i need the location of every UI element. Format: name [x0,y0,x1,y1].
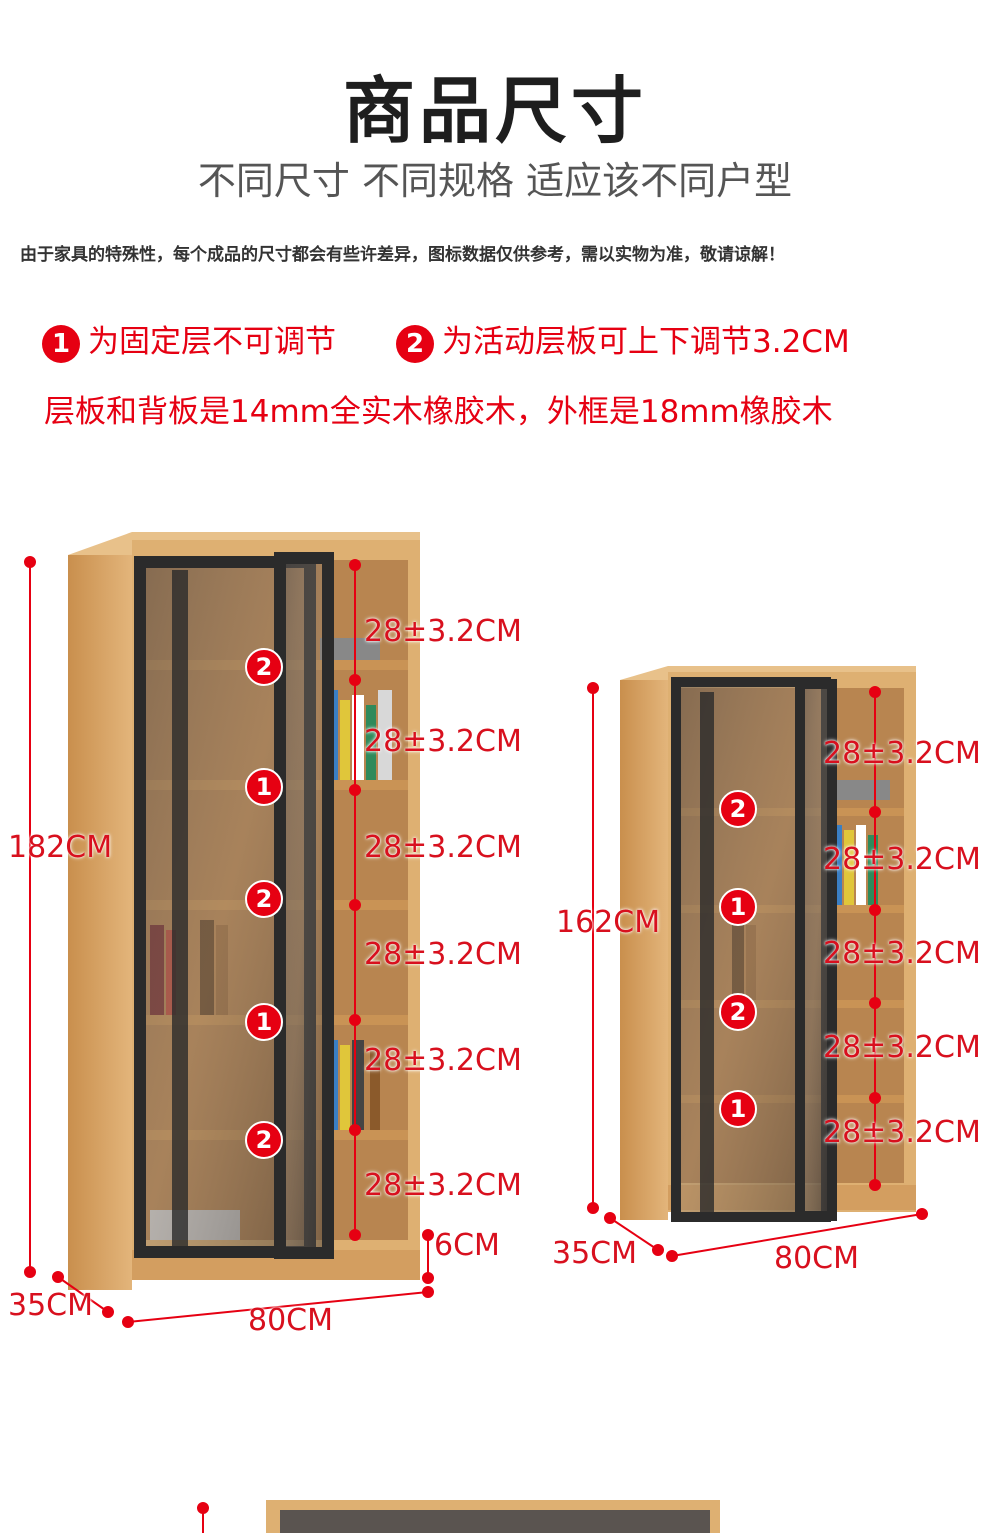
movable-shelf-badge: 2 [245,648,283,686]
page-subtitle: 不同尺寸 不同规格 适应该不同户型 [197,159,793,203]
small-depth-label: 35CM [552,1236,638,1271]
disclaimer-text: 由于家具的特殊性，每个成品的尺寸都会有些许差异，图标数据仅供参考，需以实物为准，… [20,245,785,265]
large-dimension-lines [24,556,434,1328]
material-note: 层板和背板是14mm全实木橡胶木，外框是18mm橡胶木 [44,394,833,430]
large-gap-label: 28±3.2CM [364,830,522,865]
fixed-shelf-badge: 1 [719,1090,757,1128]
note-fixed-label: 为固定层不可调节 [88,324,336,360]
small-gap-label: 28±3.2CM [823,1030,981,1065]
note-movable-label: 为活动层板可上下调节3.2CM [442,324,850,360]
movable-shelf-badge: 2 [719,993,757,1031]
partial-cabinet-image [266,1500,720,1533]
small-dimension-lines [587,682,928,1262]
fixed-number-badge: 1 [42,324,80,363]
large-depth-label: 35CM [8,1288,94,1323]
large-gap-label: 28±3.2CM [364,614,522,649]
movable-shelf-badge: 2 [245,880,283,918]
large-gap-label: 28±3.2CM [364,1043,522,1078]
small-gap-label: 28±3.2CM [823,936,981,971]
movable-shelf-badge: 2 [245,1121,283,1159]
large-height-label: 182CM [8,830,113,865]
page-title: 商品尺寸 [342,69,647,153]
large-width-label: 80CM [248,1303,334,1338]
movable-number-badge: 2 [396,324,434,363]
small-gap-label: 28±3.2CM [823,842,981,877]
small-cabinet-image [620,666,916,1222]
small-gap-label: 28±3.2CM [823,1115,981,1150]
small-gap-label: 28±3.2CM [823,736,981,771]
large-gap-label: 28±3.2CM [364,724,522,759]
small-width-label: 80CM [774,1241,860,1276]
fixed-shelf-badge: 1 [245,768,283,806]
fixed-shelf-badge: 1 [245,1003,283,1041]
large-gap-label: 28±3.2CM [364,937,522,972]
movable-shelf-badge: 2 [719,790,757,828]
small-height-label: 162CM [556,905,661,940]
fixed-shelf-badge: 1 [719,888,757,926]
large-gap-label: 28±3.2CM [364,1168,522,1203]
partial-dimension-line [197,1502,209,1533]
large-base-label: 6CM [434,1228,500,1263]
